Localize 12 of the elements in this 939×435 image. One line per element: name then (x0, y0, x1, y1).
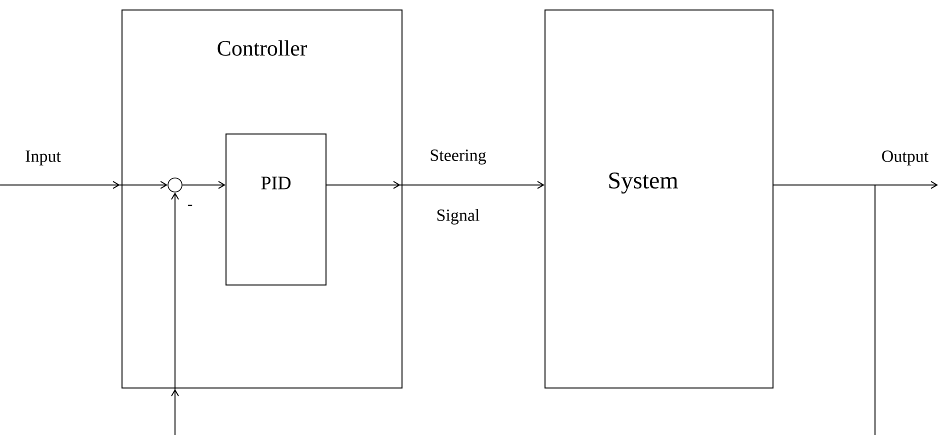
arrow (326, 181, 544, 189)
arrow (0, 181, 168, 189)
arrow (773, 181, 938, 189)
pid-box: PID (226, 134, 326, 286)
minus-sign: - (188, 204, 192, 206)
edge-label: Output (882, 150, 929, 166)
system-box: System (544, 10, 774, 388)
edge-label: Input (26, 150, 61, 166)
arrow (182, 181, 226, 189)
arrow (171, 192, 179, 435)
edge-label: Steering Signal (430, 150, 486, 224)
summing-junction (168, 178, 182, 192)
